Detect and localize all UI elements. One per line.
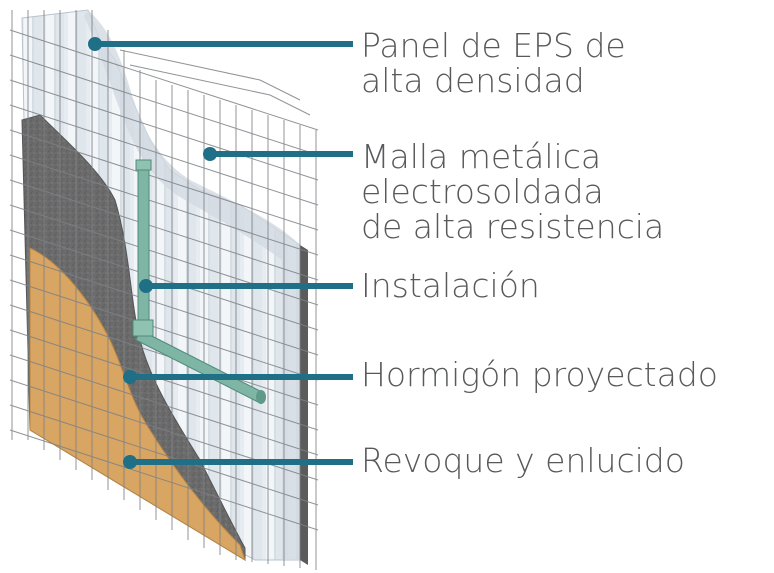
label-line: Instalación	[361, 266, 540, 305]
label-line: Revoque y enlucido	[361, 441, 685, 480]
steel-mesh	[9, 10, 319, 570]
label-steel-mesh: Malla metálica electrosoldada de alta re…	[361, 139, 664, 244]
label-line: Panel de EPS de	[361, 26, 626, 65]
label-shotcrete: Hormigón proyectado	[361, 357, 718, 392]
label-plaster: Revoque y enlucido	[361, 443, 685, 478]
label-line: alta densidad	[361, 61, 585, 100]
pipe-installation	[132, 159, 266, 404]
label-installation: Instalación	[361, 268, 540, 303]
eps-panel-edge	[84, 10, 300, 560]
label-line: electrosoldada	[361, 172, 604, 211]
wall-edge	[300, 245, 308, 565]
label-line: Malla metálica	[361, 137, 602, 176]
leader-lines	[88, 37, 353, 469]
label-line: de alta resistencia	[361, 207, 665, 246]
label-line: Hormigón proyectado	[361, 355, 718, 394]
label-eps-panel: Panel de EPS de alta densidad	[361, 28, 626, 98]
